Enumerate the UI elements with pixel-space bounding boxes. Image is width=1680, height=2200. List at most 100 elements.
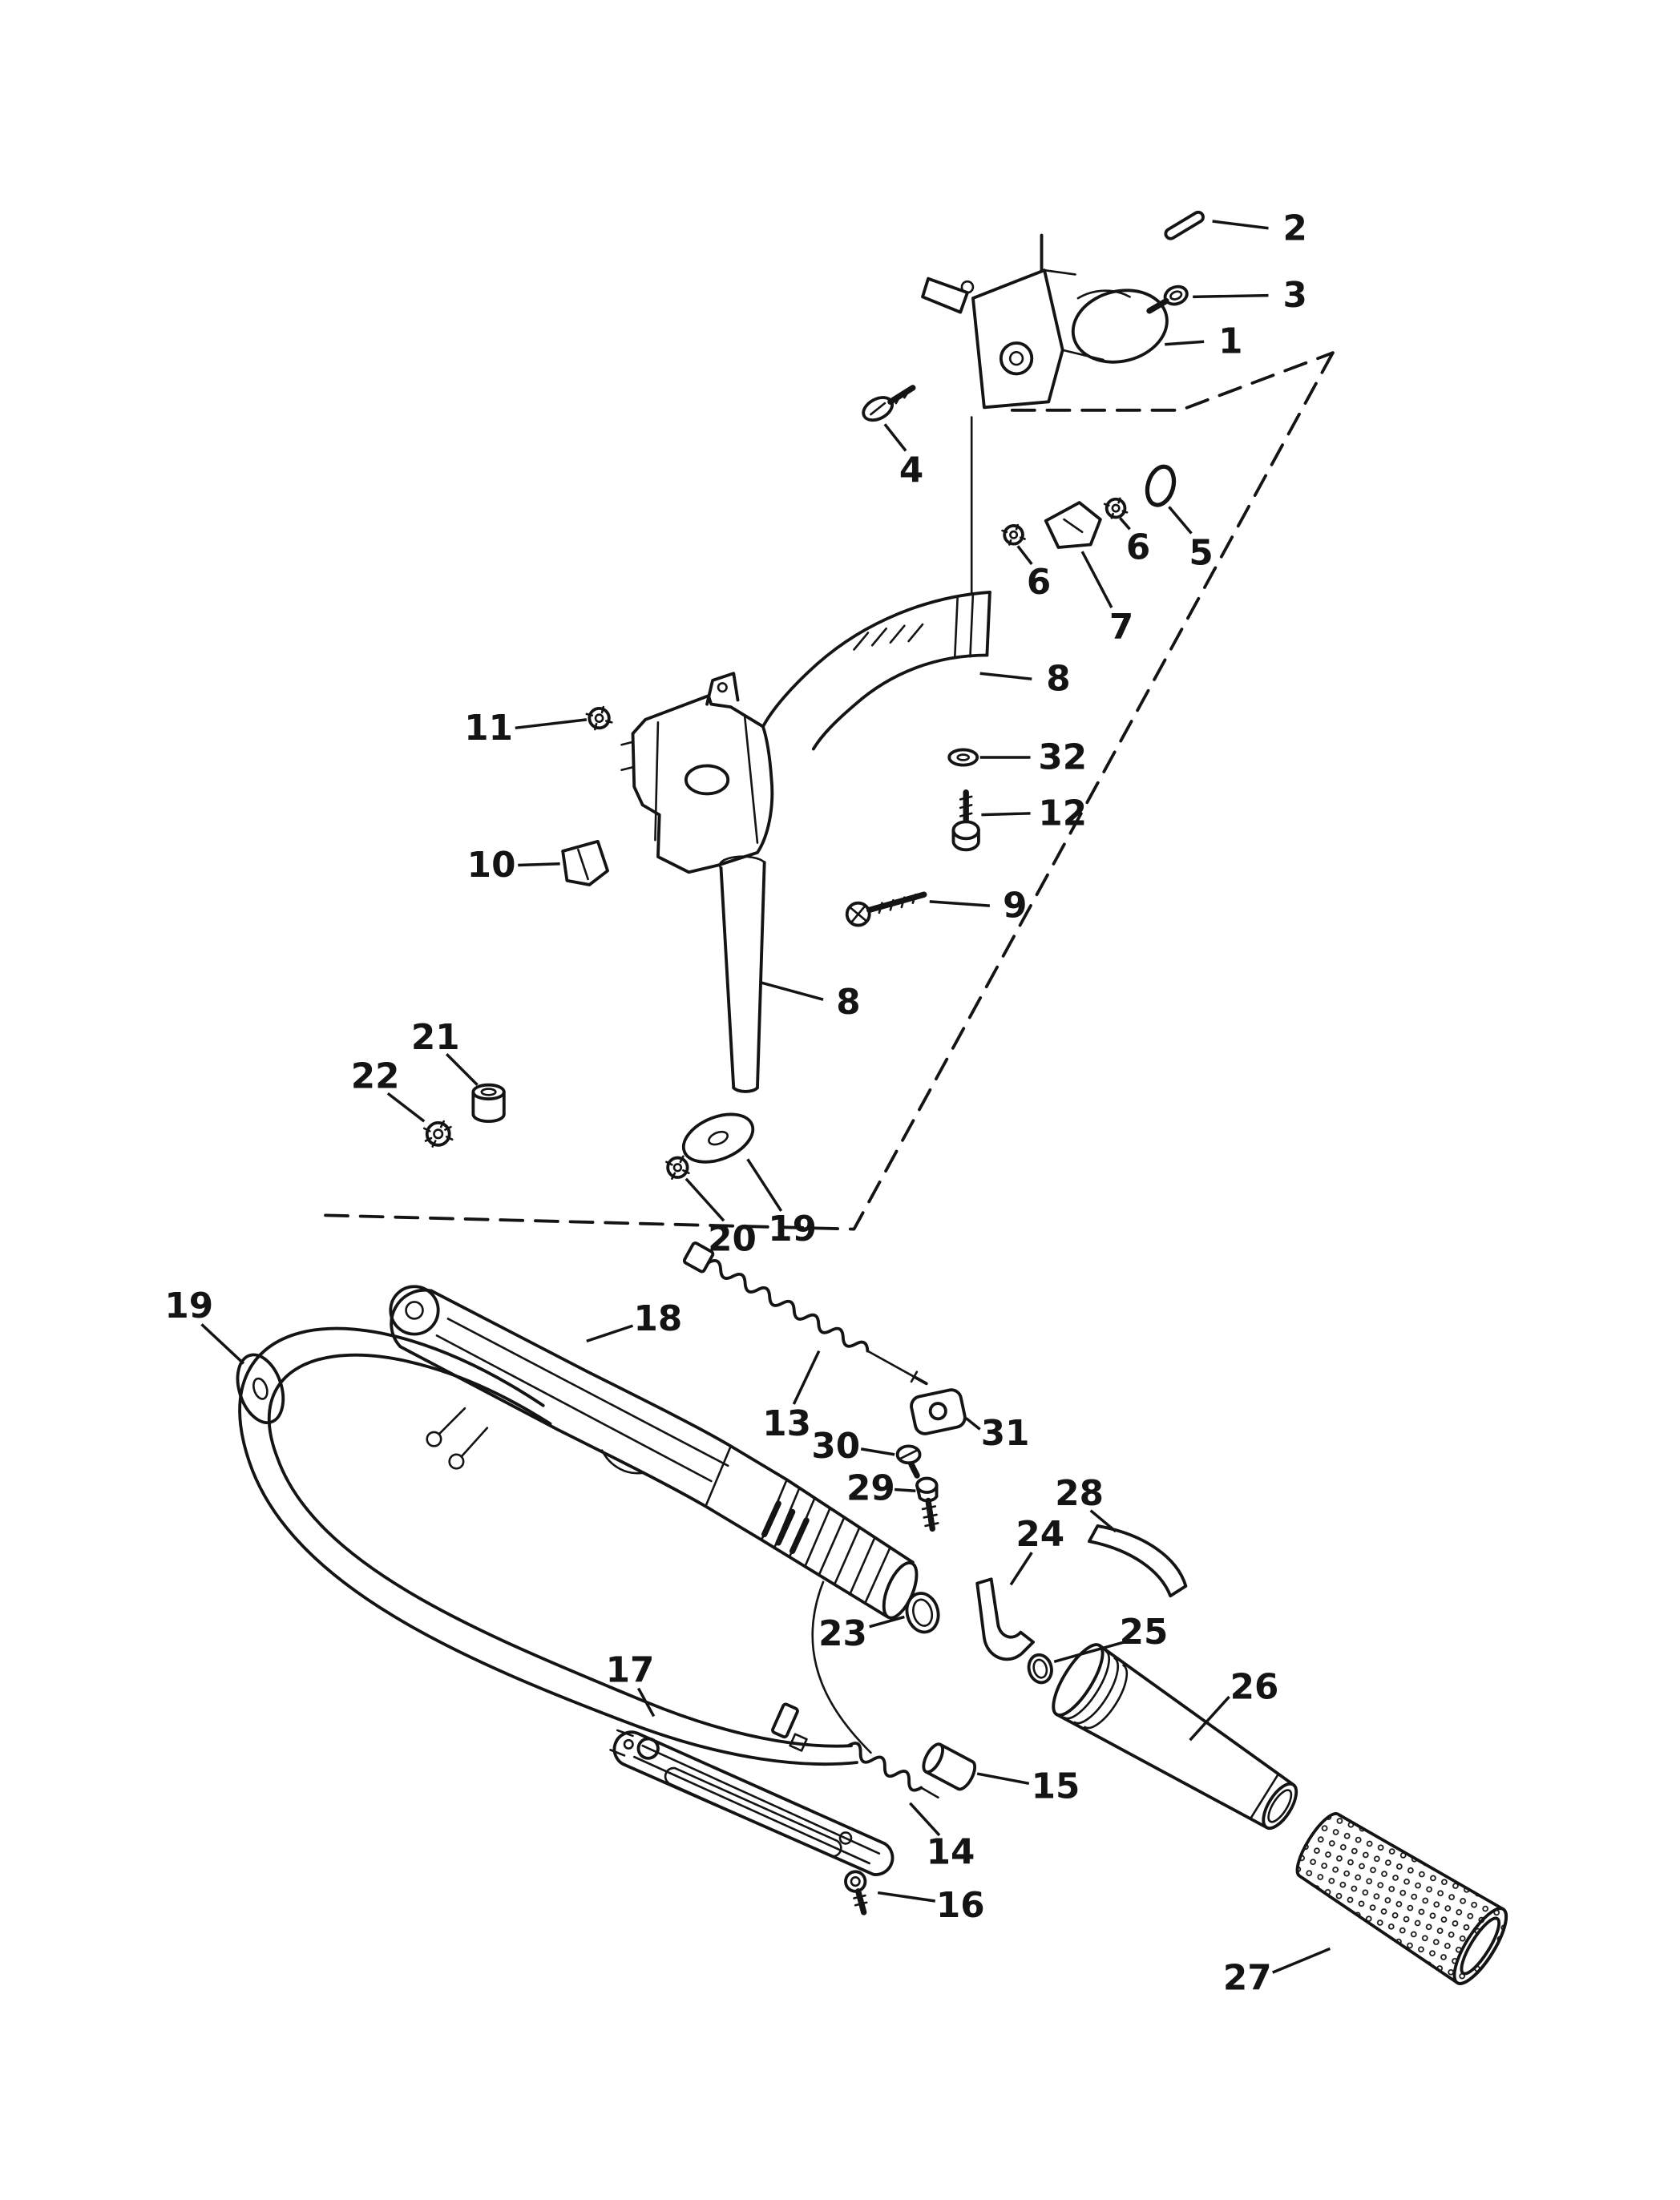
callout-14: 14 [927,1831,975,1872]
callout-20: 20 [708,1218,757,1259]
leader-line-15 [976,1772,1030,1786]
leader-line-18 [586,1324,634,1343]
part-30-screw [895,1444,922,1479]
leader-line-12 [981,812,1031,817]
diagram-artwork [236,210,1508,1985]
leader-line-19 [746,1158,783,1212]
part-15-spacer [922,1742,977,1791]
callout-31: 31 [981,1413,1030,1454]
callout-5: 5 [1189,532,1213,573]
leader-line-27 [1272,1947,1331,1974]
part-11-nut [585,705,613,731]
part-22-nut [422,1120,454,1148]
part-8-swivel-bracket [620,590,991,1093]
callout-17: 17 [606,1649,655,1690]
leader-line-26 [1189,1695,1230,1742]
callout-4: 4 [899,450,923,490]
callout-1: 1 [1218,321,1242,362]
leader-line-6 [1119,517,1131,531]
leader-line-6 [1016,545,1033,566]
callout-12: 12 [1038,793,1087,834]
callout-23: 23 [818,1613,867,1654]
callout-10: 10 [467,845,516,886]
leader-line-28 [1089,1509,1117,1533]
leader-line-17 [636,1687,656,1718]
callout-6: 6 [1027,562,1051,603]
dashed-reference-plane [317,351,1335,1231]
leader-line-20 [685,1177,725,1222]
part-3-screw [1146,285,1189,314]
callout-32: 32 [1038,737,1087,778]
leader-line-25 [1053,1641,1125,1664]
leader-line-31 [965,1417,981,1431]
part-7-wedge [1044,501,1102,549]
callout-3: 3 [1282,275,1306,316]
part-21-bushing [471,1083,506,1124]
callout-16: 16 [936,1885,985,1926]
leader-line-11 [515,718,588,730]
callout-24: 24 [1016,1514,1064,1555]
part-10-clip [561,839,609,886]
part-1-steering-bracket [921,233,1169,595]
callout-30: 30 [811,1426,860,1467]
callout-21: 21 [411,1017,460,1058]
part-17-shift-linkage [609,1702,895,1876]
part-20-nut [665,1155,690,1181]
callout-2: 2 [1282,208,1306,248]
leader-line-7 [1080,551,1113,608]
part-12-bolt [951,789,980,852]
part-6-nut-a [1103,497,1129,519]
leader-line-22 [386,1092,426,1123]
leader-line-30 [860,1447,895,1456]
callout-8: 8 [836,982,860,1023]
callout-27: 27 [1223,1958,1272,1999]
leader-line-21 [445,1053,479,1086]
callout-22: 22 [351,1056,400,1097]
part-19-washer-upper [681,1112,755,1164]
leader-line-5 [1168,506,1193,535]
leader-line-14 [909,1802,941,1837]
part-31-anchor-block [910,1388,967,1435]
callout-15: 15 [1032,1766,1080,1806]
callout-19: 19 [164,1286,213,1326]
leader-line-16 [877,1891,936,1903]
leader-line-1 [1165,340,1205,346]
callout-29: 29 [846,1467,895,1508]
callout-19: 19 [768,1209,817,1249]
callout-7: 7 [1109,607,1133,648]
part-24-uclip [975,1577,1035,1661]
leader-line-10 [518,862,560,867]
leader-line-8 [761,981,824,1001]
callout-26: 26 [1230,1666,1279,1707]
part-23-oring [905,1592,940,1634]
callout-18: 18 [634,1298,683,1339]
part-28-strap [1087,1524,1188,1598]
part-27-grip [1295,1812,1508,1985]
callout-11: 11 [464,708,513,749]
part-26-handle-tube [1052,1643,1298,1831]
leader-line-29 [895,1488,916,1492]
leader-line-3 [1193,293,1269,299]
part-2-pin [1164,210,1205,240]
callout-8: 8 [1046,659,1070,700]
part-6-nut-b [1001,523,1026,546]
leader-line-9 [929,900,991,907]
part-13-throttle-cable [682,1241,928,1386]
callout-25: 25 [1120,1612,1169,1653]
part-14-spring [846,1742,939,1799]
callout-9: 9 [1003,886,1027,926]
part-4-screw [862,385,916,422]
part-32-washer [947,748,979,767]
part-29-bolt [915,1476,939,1532]
callout-28: 28 [1055,1473,1104,1514]
part-5-oring [1145,464,1177,507]
part-9-bolt [845,891,927,927]
wiring-harness-loop [238,1326,872,1766]
part-25-oring [1027,1653,1053,1685]
leader-line-4 [883,423,907,452]
callout-13: 13 [762,1403,811,1444]
leader-line-8 [979,672,1032,680]
